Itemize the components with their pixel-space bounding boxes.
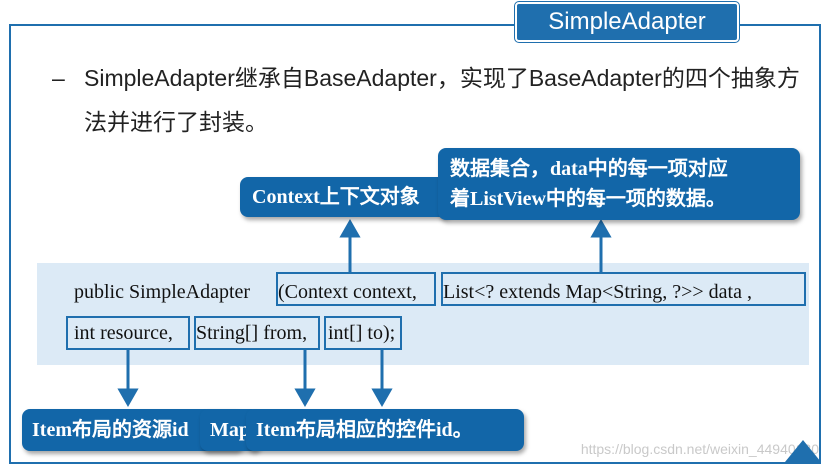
- slide-frame: [9, 24, 821, 464]
- callout-data-line2: 着ListView中的每一项的数据。: [450, 188, 726, 210]
- slide-title: SimpleAdapter: [515, 2, 739, 42]
- callout-data-line1: 数据集合，data中的每一项对应: [450, 158, 728, 180]
- highlight-to-box: [324, 316, 402, 350]
- code-prefix: public SimpleAdapter: [74, 281, 251, 303]
- bullet-text: SimpleAdapter继承自BaseAdapter，实现了BaseAdapt…: [84, 65, 800, 135]
- code-param-from: String[] from,: [196, 322, 308, 344]
- code-param-context: (Context context,: [278, 281, 417, 303]
- highlight-data-box: [441, 272, 806, 306]
- watermark: https://blog.csdn.net/weixin_44940130: [580, 441, 819, 457]
- highlight-context-box: [276, 272, 436, 306]
- code-param-data: List<? extends Map<String, ?>> data ,: [443, 281, 752, 303]
- code-param-to: int[] to);: [328, 322, 396, 344]
- highlight-resource-box: [66, 316, 190, 350]
- code-param-resource: int resource,: [74, 322, 173, 344]
- callout-to: Item布局相应的控件id。: [246, 409, 524, 451]
- callout-context: Context上下文对象: [240, 177, 450, 217]
- bullet-point: – SimpleAdapter继承自BaseAdapter，实现了BaseAda…: [52, 56, 812, 144]
- highlight-from-box: [194, 316, 320, 350]
- callout-data: 数据集合，data中的每一项对应 着ListView中的每一项的数据。: [438, 148, 800, 220]
- bullet-dash: –: [52, 65, 65, 91]
- corner-triangle-icon: [785, 440, 821, 462]
